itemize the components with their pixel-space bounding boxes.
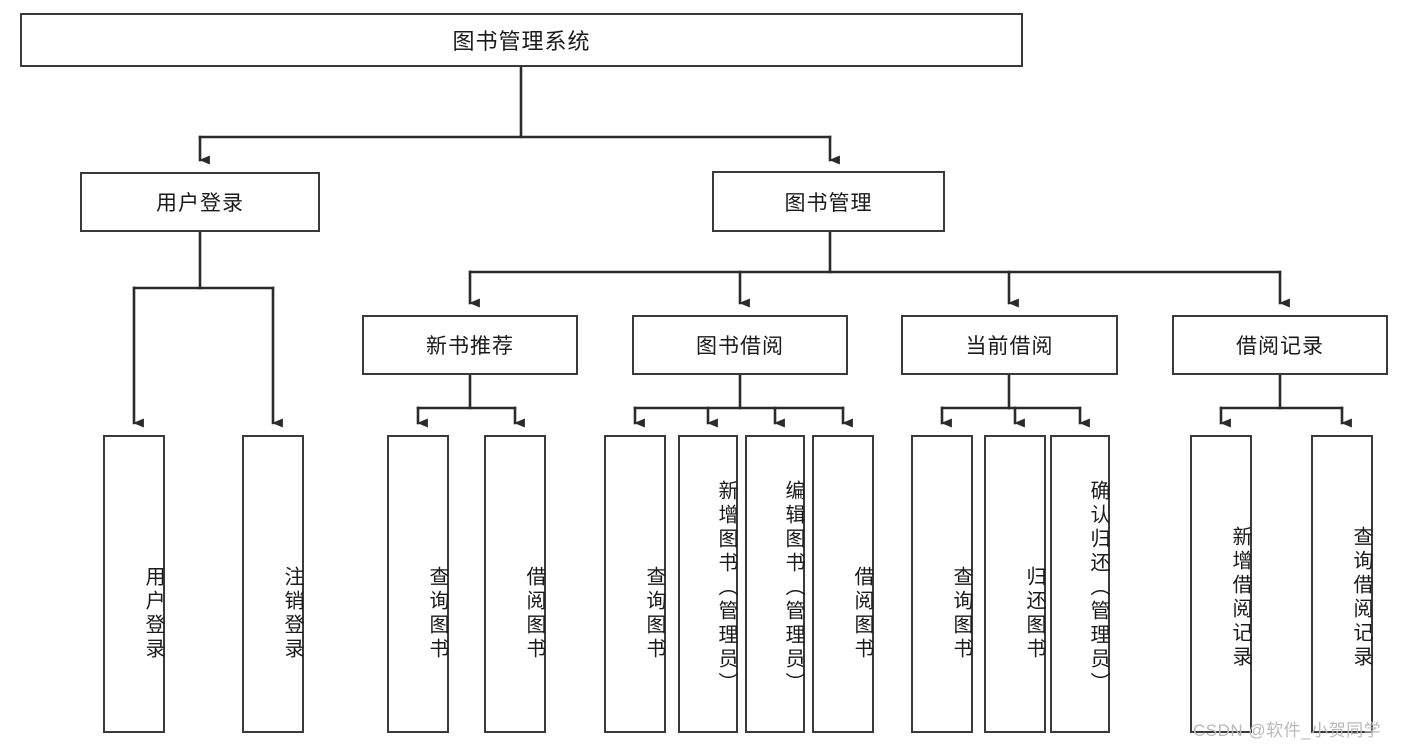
csdn-watermark: CSDN @软件_小贺同学	[1193, 721, 1382, 740]
node-leaf-borrow-book-1-label: 借阅图书	[523, 566, 545, 662]
node-leaf-query-book-3-label: 查询图书	[950, 566, 972, 662]
node-leaf-user-login-label: 用户登录	[142, 566, 164, 662]
node-leaf-confirm-return-admin-label: 确认归还（管理员）	[1087, 480, 1109, 696]
node-new-book-recommend[interactable]: 新书推荐	[362, 315, 578, 375]
node-leaf-return-book-label: 归还图书	[1023, 566, 1045, 662]
node-root[interactable]: 图书管理系统	[20, 13, 1023, 67]
node-user-login-label: 用户登录	[156, 192, 244, 215]
node-leaf-add-book-admin[interactable]: 新增图书（管理员）	[678, 435, 738, 733]
node-new-book-recommend-label: 新书推荐	[426, 335, 514, 358]
node-leaf-user-login[interactable]: 用户登录	[103, 435, 165, 733]
node-book-manage[interactable]: 图书管理	[712, 171, 945, 232]
node-user-login[interactable]: 用户登录	[80, 172, 320, 232]
node-borrow-record-label: 借阅记录	[1236, 335, 1324, 358]
node-leaf-query-book-1-label: 查询图书	[426, 566, 448, 662]
node-leaf-return-book[interactable]: 归还图书	[984, 435, 1046, 733]
node-current-borrow-label: 当前借阅	[965, 335, 1054, 358]
node-leaf-edit-book-admin[interactable]: 编辑图书（管理员）	[745, 435, 805, 733]
node-borrow-record[interactable]: 借阅记录	[1172, 315, 1388, 375]
node-book-borrow-label: 图书借阅	[696, 335, 784, 358]
node-leaf-query-book-3[interactable]: 查询图书	[911, 435, 973, 733]
node-leaf-borrow-book-2[interactable]: 借阅图书	[812, 435, 874, 733]
node-leaf-edit-book-admin-label: 编辑图书（管理员）	[782, 480, 804, 696]
node-root-label: 图书管理系统	[452, 29, 591, 54]
node-leaf-borrow-book-1[interactable]: 借阅图书	[484, 435, 546, 733]
node-leaf-query-book-2-label: 查询图书	[643, 566, 665, 662]
node-leaf-user-logout[interactable]: 注销登录	[242, 435, 304, 733]
node-leaf-query-borrow-record[interactable]: 查询借阅记录	[1311, 435, 1373, 733]
node-leaf-query-borrow-record-label: 查询借阅记录	[1350, 526, 1372, 670]
node-book-manage-label: 图书管理	[784, 191, 873, 215]
node-leaf-query-book-1[interactable]: 查询图书	[387, 435, 449, 733]
node-leaf-add-book-admin-label: 新增图书（管理员）	[715, 480, 737, 696]
node-leaf-confirm-return-admin[interactable]: 确认归还（管理员）	[1050, 435, 1110, 733]
node-book-borrow[interactable]: 图书借阅	[632, 315, 848, 375]
node-leaf-user-logout-label: 注销登录	[281, 566, 303, 662]
node-leaf-add-borrow-record-label: 新增借阅记录	[1229, 526, 1251, 670]
node-leaf-add-borrow-record[interactable]: 新增借阅记录	[1190, 435, 1252, 733]
node-leaf-query-book-2[interactable]: 查询图书	[604, 435, 666, 733]
node-current-borrow[interactable]: 当前借阅	[901, 315, 1118, 375]
node-leaf-borrow-book-2-label: 借阅图书	[851, 566, 873, 662]
